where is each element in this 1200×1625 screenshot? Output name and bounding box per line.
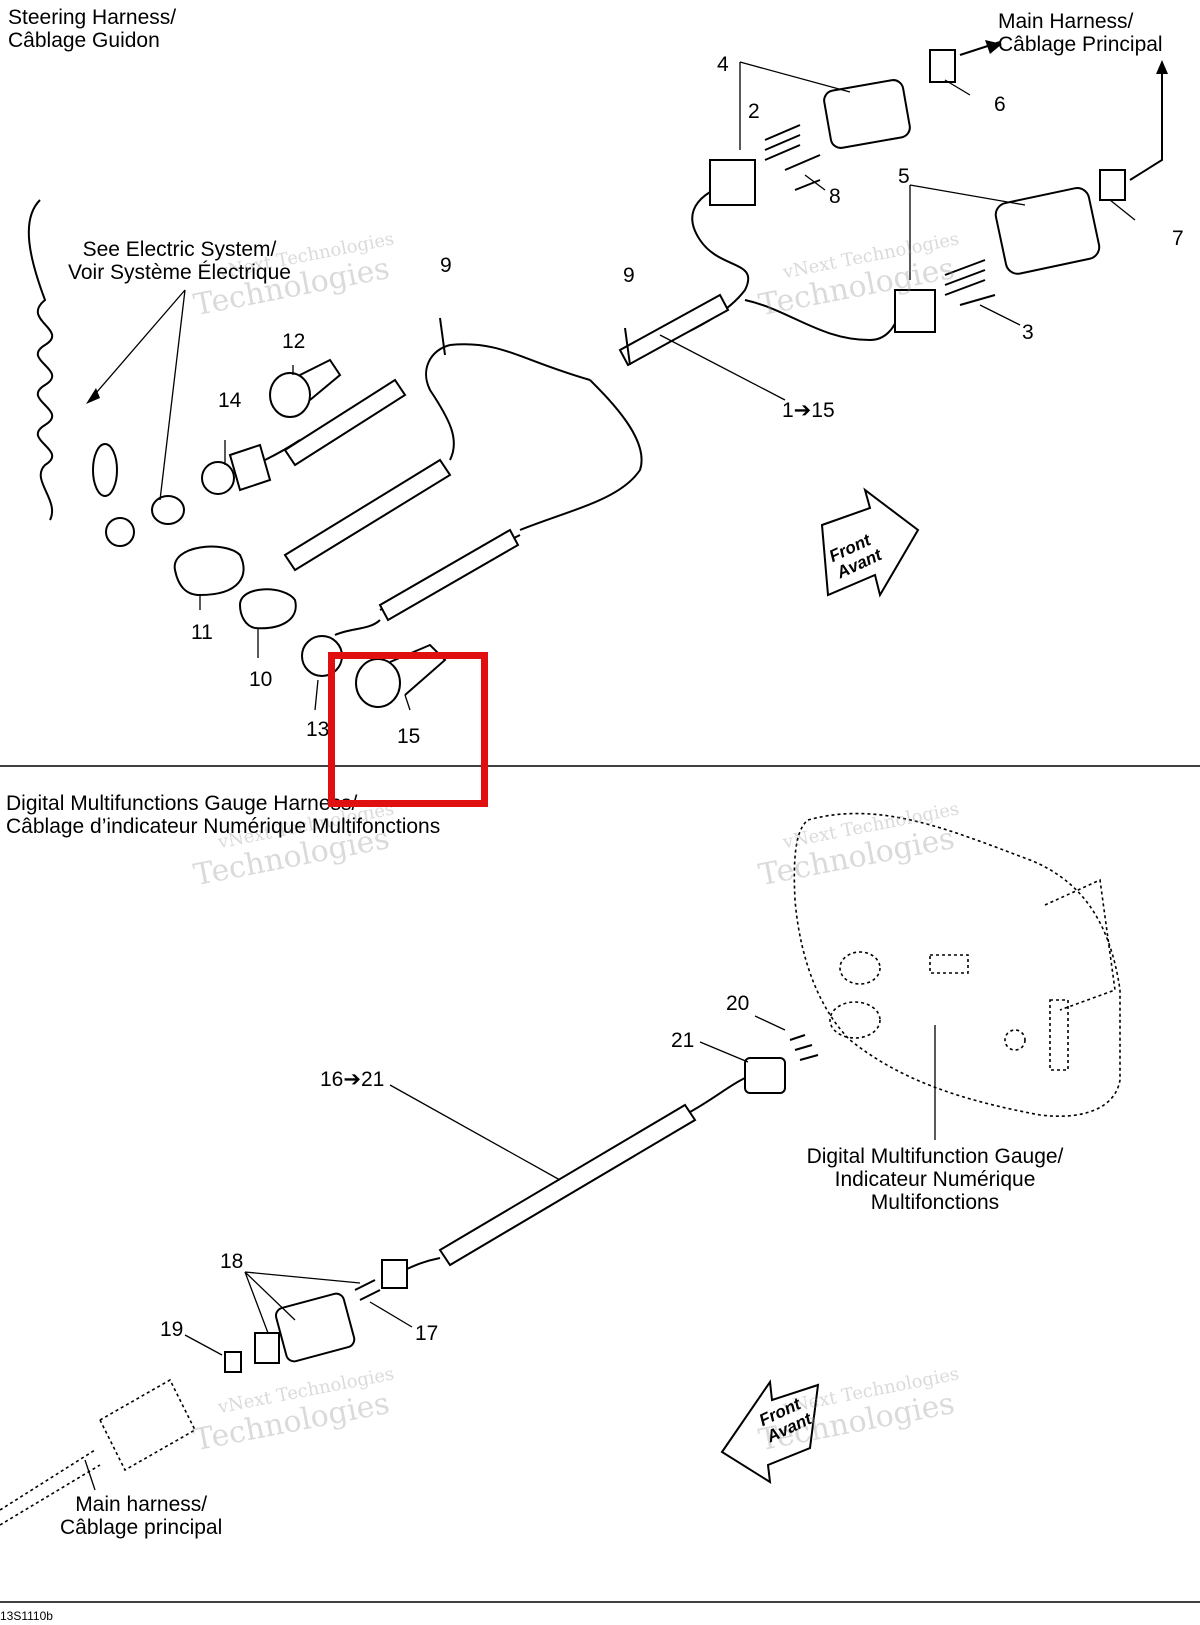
part-number-18[interactable]: 18	[220, 1250, 244, 1273]
part-number-9[interactable]: 9	[623, 264, 635, 287]
main-harness-callout-bottom: Main harness/ Câblage principal	[60, 1493, 223, 1539]
part-number-12[interactable]: 12	[282, 330, 306, 353]
part-number-1-15[interactable]: 1➔15	[782, 399, 835, 422]
part-number-5[interactable]: 5	[898, 165, 910, 188]
part-number-20[interactable]: 20	[726, 992, 750, 1015]
part-number-6[interactable]: 6	[994, 93, 1006, 116]
part-number-16-21[interactable]: 16➔21	[320, 1068, 385, 1091]
part-number-3[interactable]: 3	[1022, 321, 1034, 344]
part-number-14[interactable]: 14	[218, 389, 242, 412]
gauge-harness-title: Digital Multifunctions Gauge Harness/ Câ…	[6, 792, 441, 838]
part-number-17[interactable]: 17	[415, 1322, 439, 1345]
diagram-code: 13S1110b	[0, 1609, 53, 1623]
steering-harness-title: Steering Harness/ Câblage Guidon	[8, 6, 177, 52]
main-harness-callout-top: Main Harness/ Câblage Principal	[998, 10, 1163, 56]
part-number-11[interactable]: 11	[191, 621, 213, 644]
part-number-15[interactable]: 15	[397, 725, 421, 748]
electric-system-callout: See Electric System/ Voir Système Électr…	[68, 238, 291, 284]
part-number-10[interactable]: 10	[249, 668, 273, 691]
part-number-4[interactable]: 4	[717, 53, 729, 76]
part-number-21[interactable]: 21	[671, 1029, 695, 1052]
gauge-callout: Digital Multifunction Gauge/ Indicateur …	[806, 1145, 1064, 1214]
part-number-2[interactable]: 2	[748, 100, 760, 123]
highlight-box-part-15	[328, 652, 488, 807]
part-number-9[interactable]: 9	[440, 254, 452, 277]
part-number-19[interactable]: 19	[160, 1318, 184, 1341]
part-number-7[interactable]: 7	[1172, 227, 1184, 250]
part-number-13[interactable]: 13	[306, 718, 330, 741]
part-number-8[interactable]: 8	[829, 185, 841, 208]
